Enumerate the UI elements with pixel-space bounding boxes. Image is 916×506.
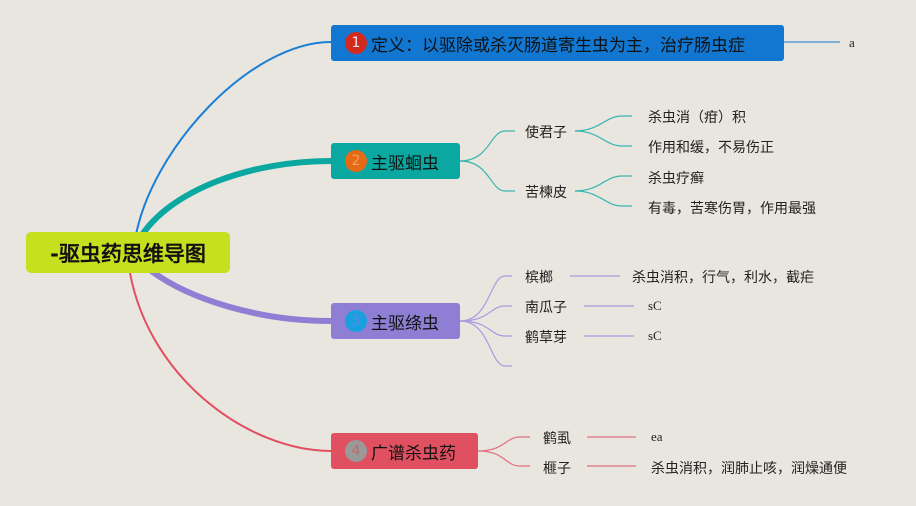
- root-node[interactable]: -驱虫药思维导图: [26, 232, 230, 273]
- number-badge: 4: [345, 440, 367, 462]
- note[interactable]: a: [849, 35, 855, 50]
- note[interactable]: sC: [648, 328, 662, 343]
- topic-label: 主驱蛔虫: [371, 153, 439, 174]
- note[interactable]: 杀虫疗癣: [648, 171, 704, 187]
- note[interactable]: ea: [651, 429, 663, 444]
- herb-item[interactable]: 槟榔: [525, 270, 553, 286]
- note[interactable]: 有毒，苦寒伤胃，作用最强: [648, 201, 816, 217]
- topic-broad-spectrum[interactable]: 4 广谱杀虫药: [331, 433, 478, 469]
- note[interactable]: 杀虫消积，行气，利水，截疟: [632, 270, 814, 286]
- topic-label: 广谱杀虫药: [371, 443, 456, 464]
- topic-tapeworm[interactable]: 3 主驱绦虫: [331, 303, 460, 339]
- topic-label: 定义：以驱除或杀灭肠道寄生虫为主，治疗肠虫症: [371, 35, 745, 56]
- note[interactable]: 作用和缓，不易伤正: [648, 140, 774, 156]
- herb-item[interactable]: 鹤虱: [543, 431, 571, 447]
- number-badge: 1: [345, 32, 367, 54]
- herb-item[interactable]: 苦楝皮: [525, 185, 567, 201]
- topic-roundworm[interactable]: 2 主驱蛔虫: [331, 143, 460, 179]
- note[interactable]: sC: [648, 298, 662, 313]
- root-label: -驱虫药思维导图: [50, 241, 206, 266]
- number-badge: 2: [345, 150, 367, 172]
- number-badge: 3: [345, 310, 367, 332]
- herb-item[interactable]: 南瓜子: [525, 300, 567, 316]
- note[interactable]: 杀虫消积，润肺止咳，润燥通便: [651, 461, 847, 477]
- topic-label: 主驱绦虫: [371, 313, 439, 334]
- herb-item[interactable]: 榧子: [543, 461, 571, 477]
- note[interactable]: 杀虫消（疳）积: [648, 110, 746, 126]
- herb-item[interactable]: 鹤草芽: [525, 330, 567, 346]
- herb-item[interactable]: 使君子: [525, 125, 567, 141]
- topic-definition[interactable]: 1 定义：以驱除或杀灭肠道寄生虫为主，治疗肠虫症: [331, 25, 784, 61]
